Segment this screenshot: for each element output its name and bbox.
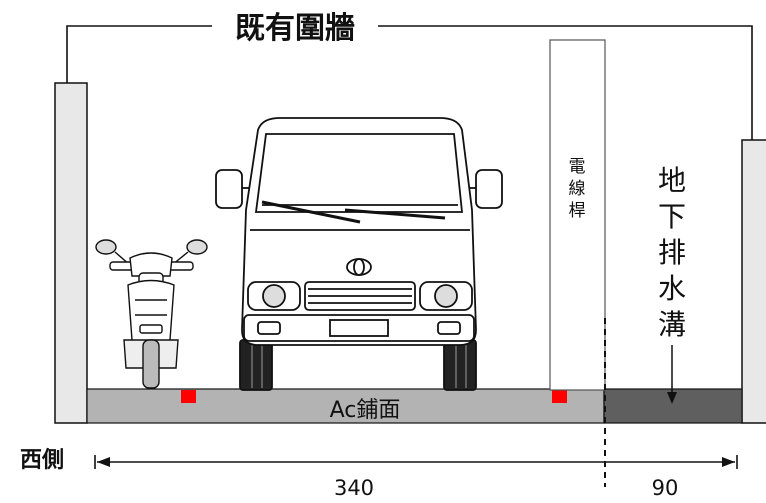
dimension-arrow-right-icon [722, 457, 735, 467]
existing-wall-label: 既有圍牆 [235, 11, 355, 46]
ditch-label-char: 溝 [658, 308, 686, 341]
motorcycle-front-icon [95, 239, 208, 389]
west-wall [54, 82, 88, 424]
ditch-label-char: 水 [658, 272, 686, 305]
ditch-label-char: 下 [658, 200, 686, 233]
west-side-label: 西側 [20, 448, 64, 473]
truck-front-icon [215, 117, 503, 391]
red-marker [552, 390, 567, 403]
pavement-label: Ac鋪面 [330, 398, 401, 423]
ac-pavement [86, 388, 605, 424]
width-left-label: 340 [334, 476, 374, 500]
dimension-arrow-left-icon [97, 457, 110, 467]
ditch-label-char: 排 [658, 236, 686, 269]
dimension-line [94, 455, 738, 469]
red-marker [181, 390, 196, 403]
ditch-label-char: 地 [658, 164, 686, 197]
utility-pole-char: 電 [569, 157, 586, 177]
utility-pole-char: 桿 [569, 201, 586, 221]
width-right-label: 90 [652, 476, 679, 500]
utility-pole-char: 線 [569, 179, 586, 199]
ditch-arrow-icon [667, 392, 677, 404]
east-wall [741, 139, 766, 424]
utility-pole [549, 39, 606, 391]
